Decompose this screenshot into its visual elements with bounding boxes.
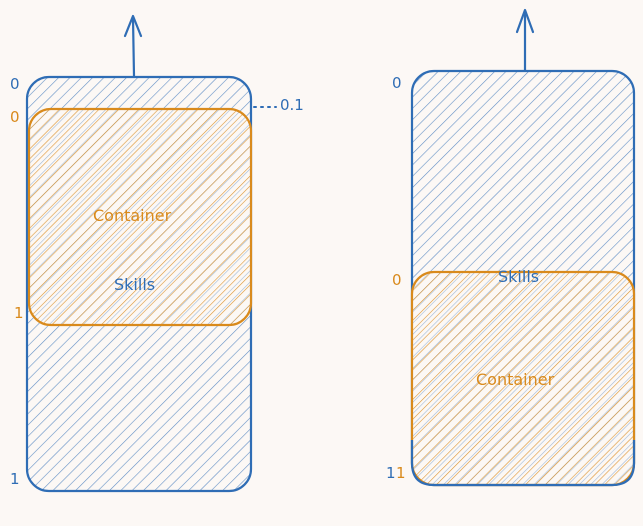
left-offset-label: 0.1: [280, 96, 304, 114]
right-skills-bottom-tick: 1: [386, 464, 396, 482]
left-container-label: Container: [93, 206, 172, 225]
right-container-top-tick: 0: [392, 271, 402, 289]
right-skills-label: Skills: [498, 267, 539, 286]
left-skills-label: Skills: [114, 275, 155, 294]
left-skills-top-tick: 0: [10, 75, 20, 93]
left-container-top-tick: 0: [10, 108, 20, 126]
right-container-bottom-tick: 1: [396, 464, 406, 482]
left-skills-bottom-tick: 1: [10, 470, 20, 488]
right-diagram: 0 0 1 1 Skills Container: [386, 8, 636, 487]
right-skills-top-tick: 0: [392, 74, 402, 92]
left-diagram: 0 1 0 1 0.1 Container Skills: [10, 14, 304, 493]
left-up-arrow-icon: [123, 14, 143, 78]
right-container-label: Container: [476, 370, 555, 389]
right-up-arrow-icon: [515, 8, 535, 72]
left-container-bottom-tick: 1: [14, 304, 24, 322]
